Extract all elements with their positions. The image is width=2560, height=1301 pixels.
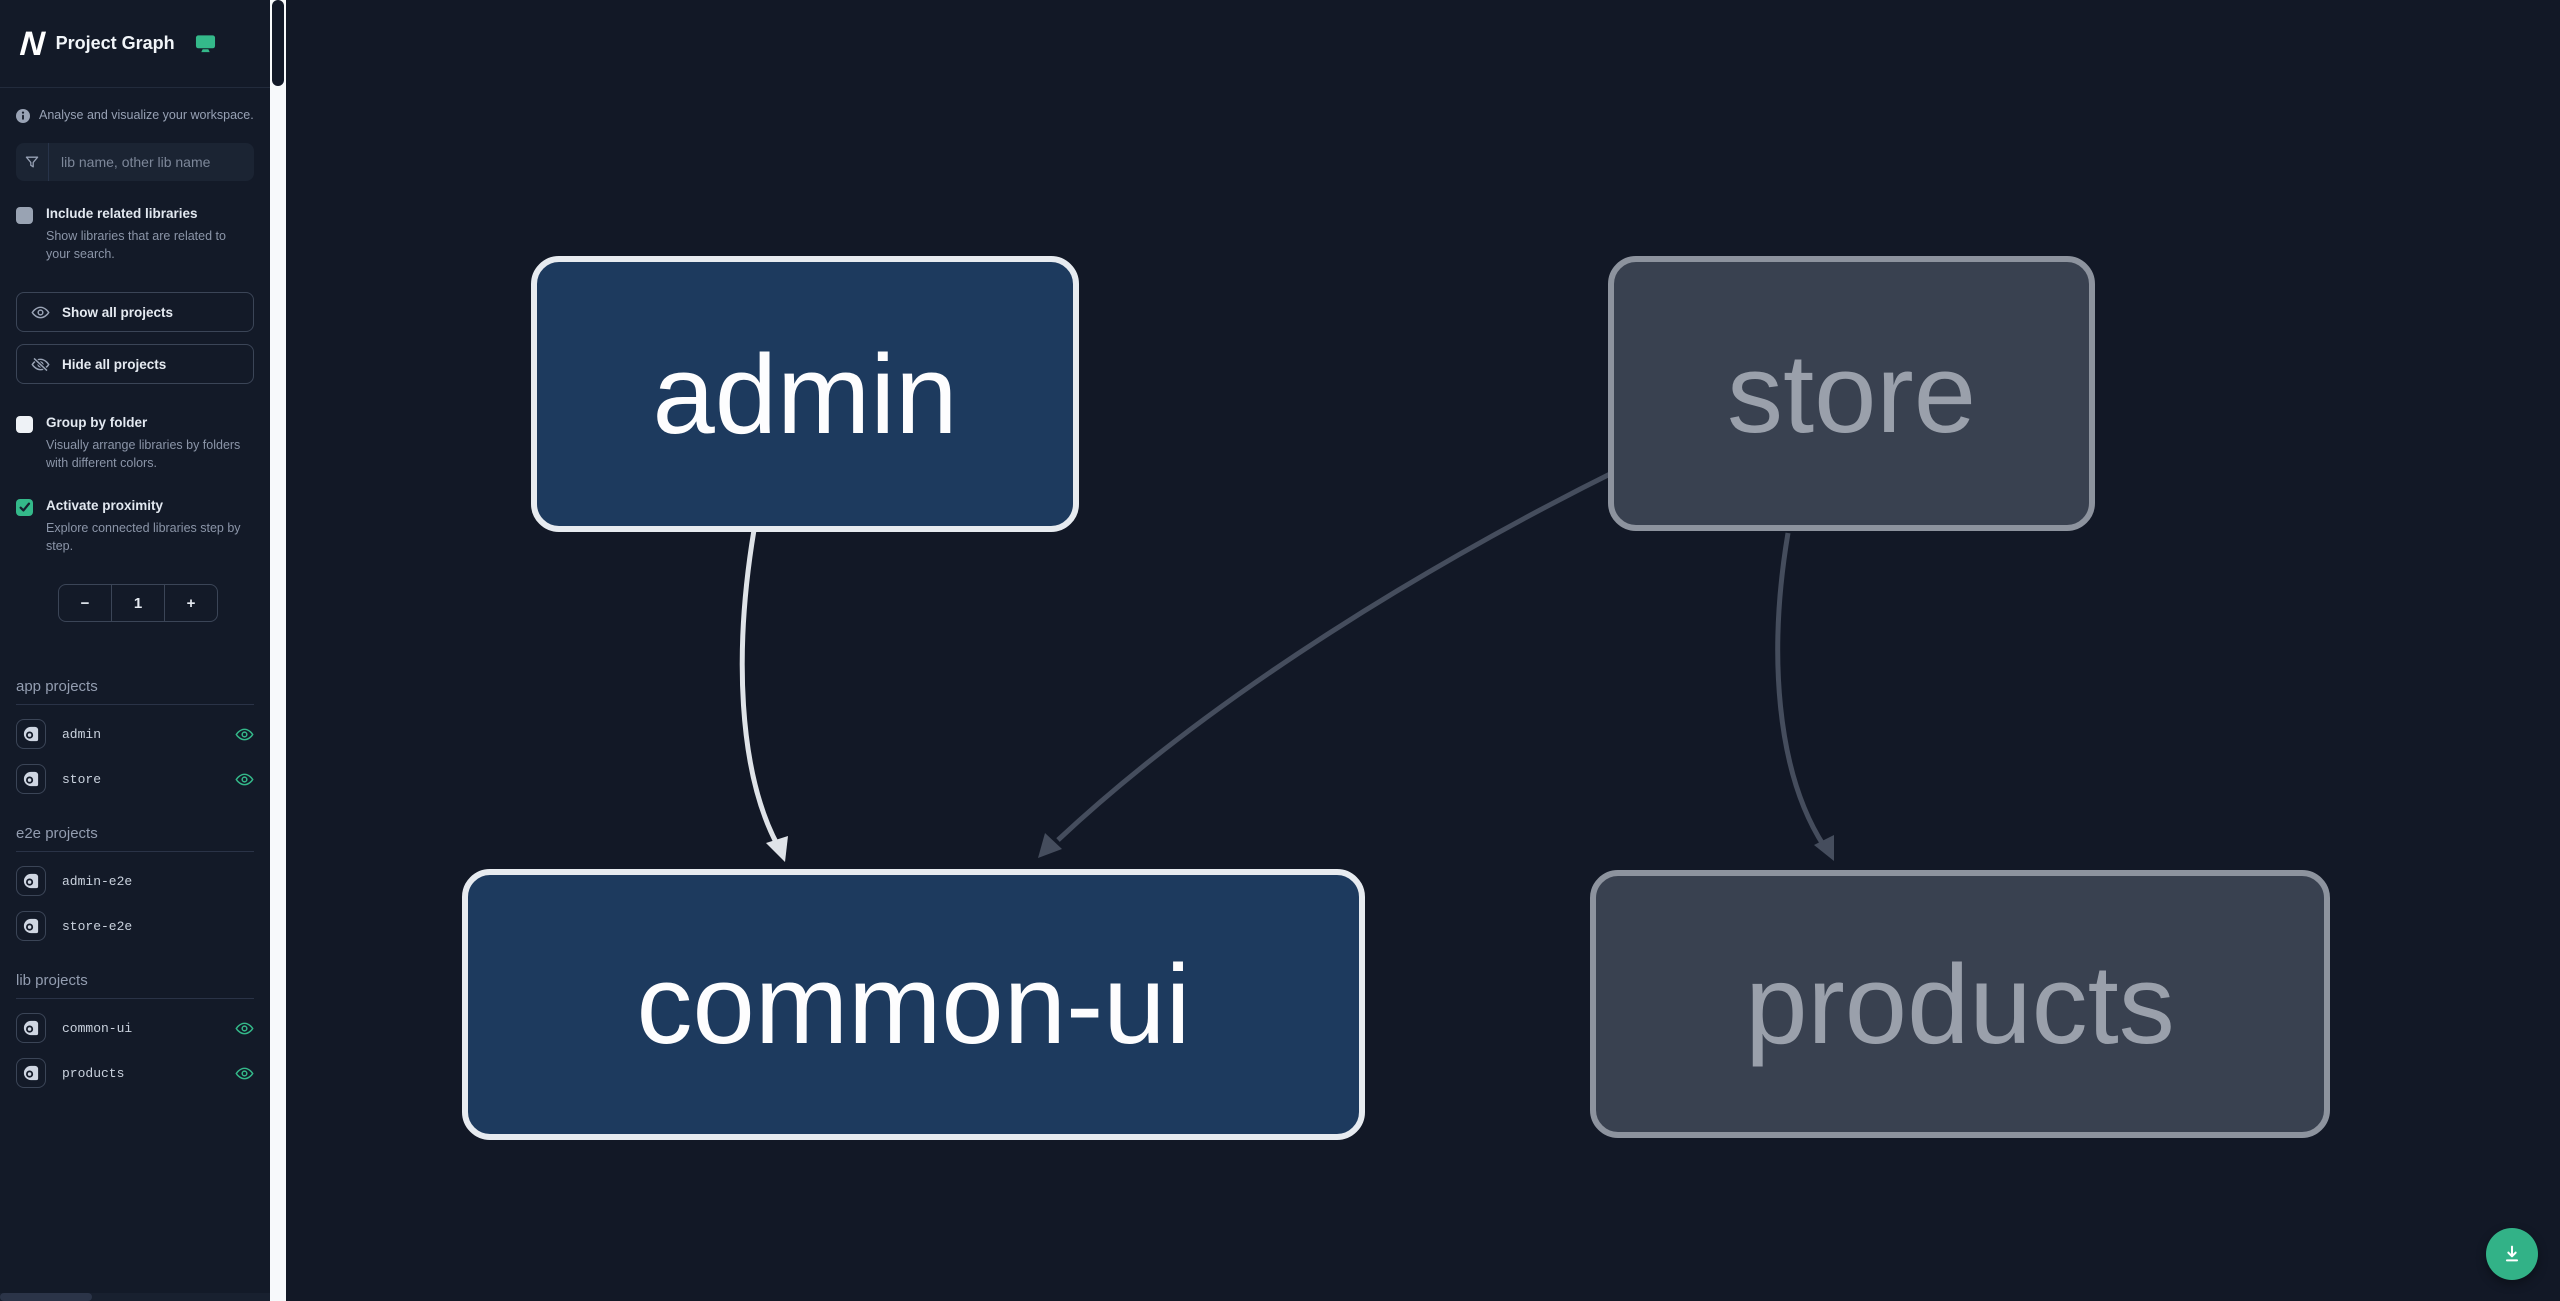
search-box [16,143,254,181]
project-graph-canvas[interactable]: admin store common-ui products [286,0,2560,1301]
project-row-common-ui: common-ui [16,1012,254,1044]
tagline-text: Analyse and visualize your workspace. [39,108,254,122]
proximity-value: 1 [111,585,165,622]
toggle-visibility-eye-icon[interactable] [235,1066,254,1081]
node-label: store [1727,331,1976,456]
filter-icon [16,143,49,181]
project-name: store [62,771,102,787]
scrollbar-thumb[interactable] [272,0,284,86]
graph-node-products[interactable]: products [1590,870,2330,1138]
section-lib-projects: lib projects common-ui products [16,972,254,1089]
sidebar: N Project Graph Analyse and visualize yo… [0,0,270,1301]
project-row-store: store [16,763,254,795]
include-related-checkbox[interactable] [16,207,33,224]
eye-icon [31,305,50,320]
nx-logo: N [18,24,43,63]
scrollbar-thumb[interactable] [0,1293,92,1301]
hide-all-projects-button[interactable]: Hide all projects [16,344,254,385]
project-name: admin [62,726,102,742]
project-name: admin-e2e [62,873,133,889]
section-title: app projects [16,678,254,706]
download-icon [2501,1243,2523,1265]
option-group-by-folder[interactable]: Group by folder Visually arrange librari… [16,414,254,473]
activate-proximity-label: Activate proximity [46,498,164,514]
project-row-store-e2e: store-e2e [16,910,254,942]
proximity-stepper: − 1 + [58,584,218,623]
project-row-products: products [16,1057,254,1089]
toggle-visibility-eye-icon[interactable] [235,1021,254,1036]
edge-admin-common-ui[interactable] [739,529,781,848]
download-graph-button[interactable] [2486,1228,2538,1280]
hide-all-projects-label: Hide all projects [62,356,167,372]
focus-project-button[interactable] [16,1058,46,1089]
project-name: common-ui [62,1020,133,1036]
focus-project-button[interactable] [16,764,46,795]
include-related-description: Show libraries that are related to your … [46,228,226,262]
toggle-visibility-eye-icon[interactable] [235,727,254,742]
node-label: products [1745,941,2175,1067]
option-activate-proximity[interactable]: Activate proximity Explore connected lib… [16,497,254,556]
section-app-projects: app projects admin store [16,678,254,795]
info-icon [16,109,30,123]
sidebar-horizontal-scrollbar[interactable] [0,1293,270,1301]
focus-project-button[interactable] [16,911,46,942]
graph-node-admin[interactable]: admin [531,256,1079,532]
include-related-label: Include related libraries [46,206,198,221]
section-e2e-projects: e2e projects admin-e2e store-e2e [16,825,254,942]
group-by-folder-description: Visually arrange libraries by folders wi… [46,437,241,471]
eye-off-icon [31,356,50,373]
focus-project-button[interactable] [16,1013,46,1044]
edge-store-products[interactable] [1775,532,1827,848]
project-name: store-e2e [62,918,133,934]
graph-node-common-ui[interactable]: common-ui [462,869,1365,1140]
activate-proximity-checkbox[interactable] [16,499,33,517]
monitor-icon[interactable] [195,34,216,54]
option-include-related[interactable]: Include related libraries Show libraries… [16,205,254,264]
edge-store-common-ui[interactable] [1056,465,1624,842]
graph-edges [739,465,1834,862]
tagline: Analyse and visualize your workspace. [16,108,254,123]
graph-node-store[interactable]: store [1608,256,2095,531]
page-title: Project Graph [55,33,175,53]
project-name: products [62,1065,125,1081]
focus-project-button[interactable] [16,866,46,897]
node-label: common-ui [636,942,1191,1067]
proximity-increment-button[interactable]: + [165,585,217,621]
activate-proximity-description: Explore connected libraries step by step… [46,520,241,554]
node-label: admin [652,331,958,457]
edge-admin-common-ui-arrowhead [766,836,788,862]
proximity-decrement-button[interactable]: − [59,585,111,621]
focus-project-button[interactable] [16,719,46,750]
sidebar-vertical-scrollbar[interactable] [270,0,286,1301]
section-title: lib projects [16,972,254,1000]
edge-store-common-ui-arrowhead [1038,833,1062,858]
search-input[interactable] [49,143,254,181]
sidebar-header: N Project Graph [0,0,270,88]
group-by-folder-label: Group by folder [46,415,148,431]
toggle-visibility-eye-icon[interactable] [235,772,254,787]
project-row-admin: admin [16,718,254,750]
show-all-projects-label: Show all projects [62,304,174,320]
project-row-admin-e2e: admin-e2e [16,865,254,897]
section-title: e2e projects [16,825,254,853]
show-all-projects-button[interactable]: Show all projects [16,292,254,333]
group-by-folder-checkbox[interactable] [16,416,33,434]
edge-store-products-arrowhead [1814,835,1834,861]
